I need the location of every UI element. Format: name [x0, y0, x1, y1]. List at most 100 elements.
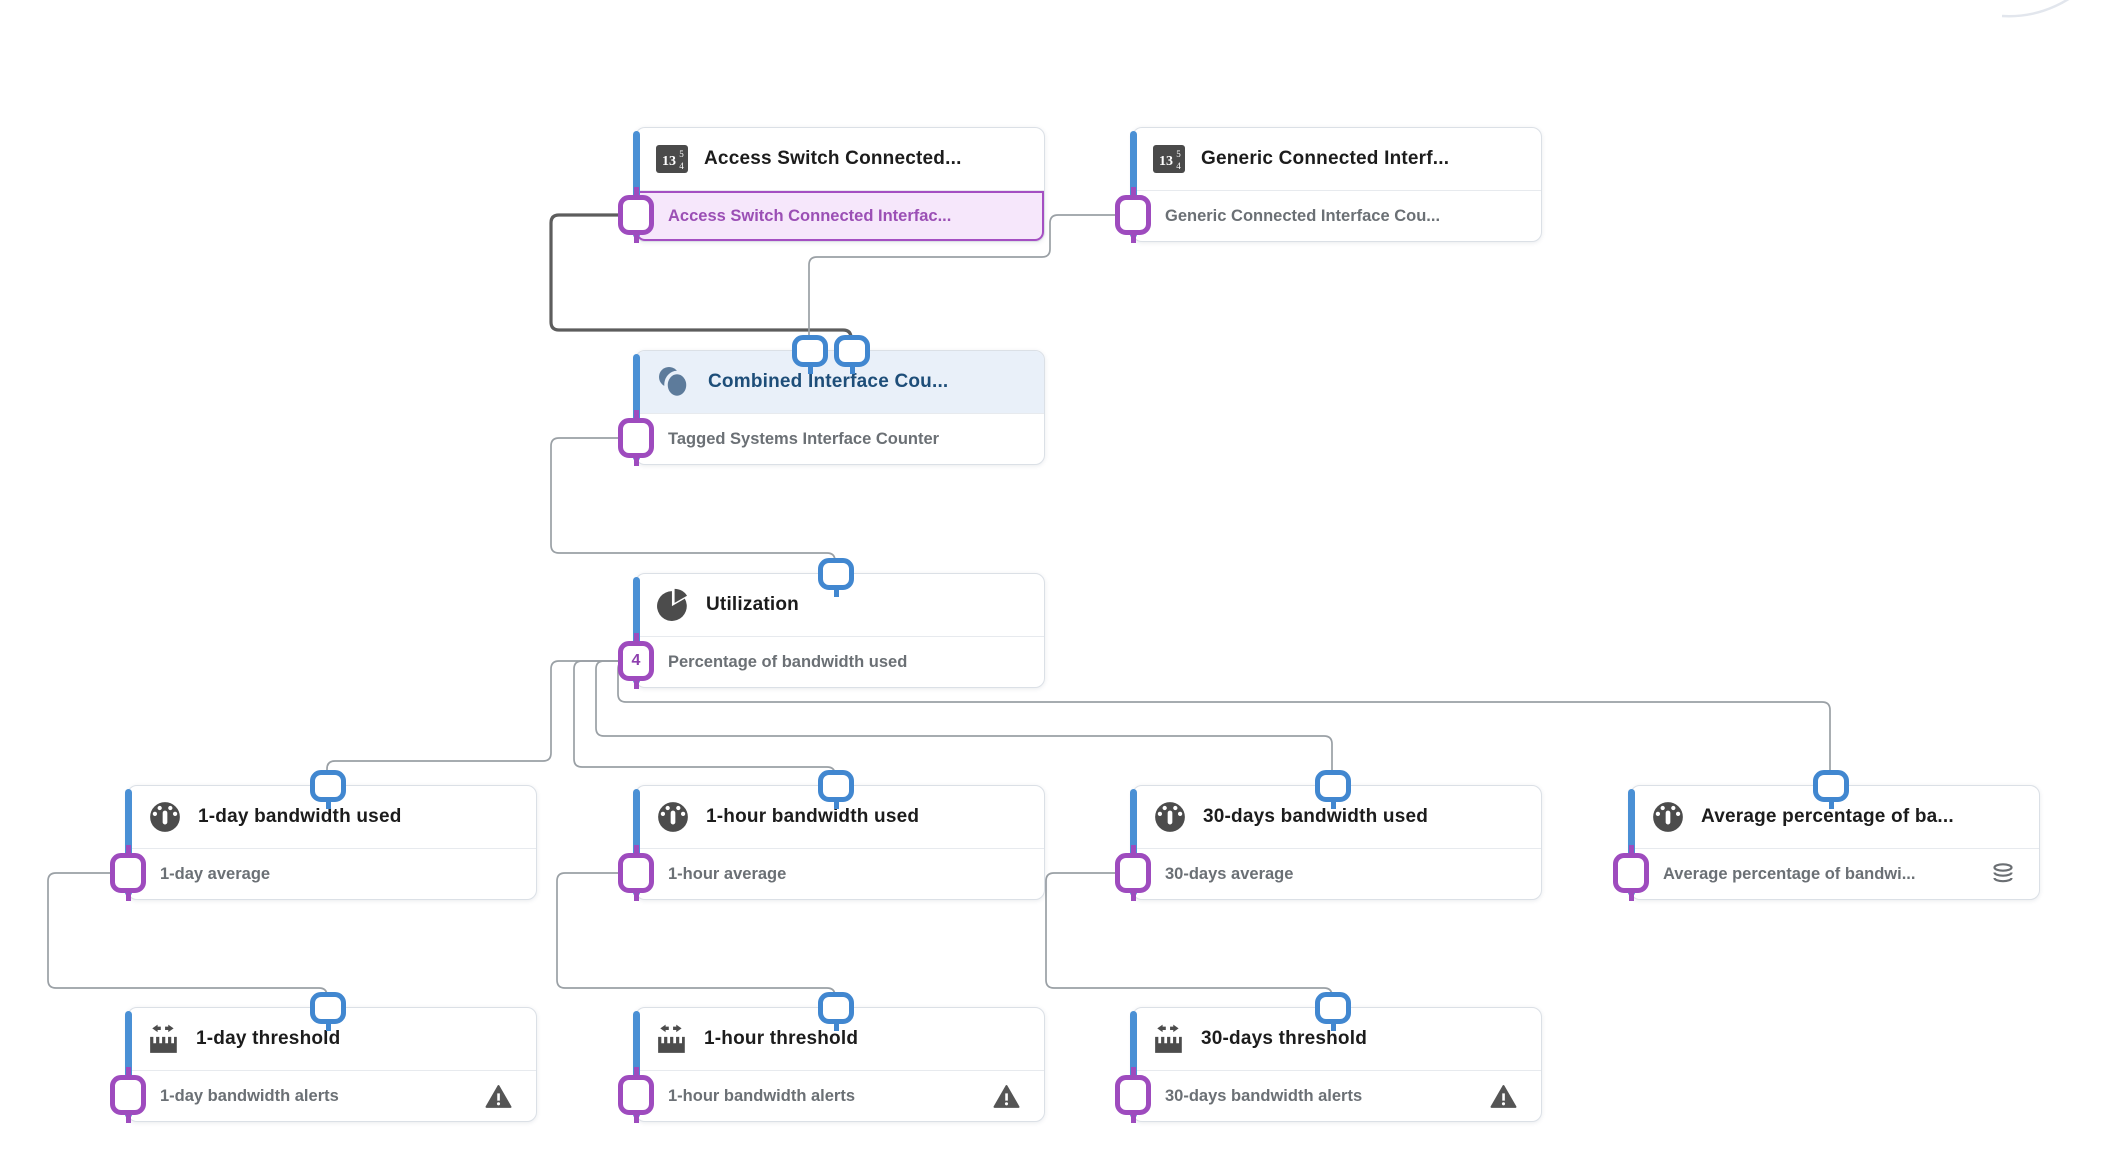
metric-row-selected[interactable]: Access Switch Connected Interfac...	[636, 191, 1044, 241]
svg-text:5: 5	[1176, 149, 1181, 159]
input-port-1[interactable]	[792, 335, 828, 374]
metric-row[interactable]: 1-hour bandwidth alerts	[636, 1071, 1044, 1121]
svg-text:13: 13	[662, 154, 676, 169]
node-title: 1-hour bandwidth used	[706, 806, 920, 827]
input-port[interactable]	[1813, 770, 1849, 809]
metric-port[interactable]	[618, 410, 654, 466]
metric-label: Percentage of bandwidth used	[668, 652, 908, 671]
input-port[interactable]	[310, 770, 346, 809]
metric-row[interactable]: 30-days average	[1133, 849, 1541, 899]
warning-icon	[1490, 1084, 1517, 1109]
gauge-icon	[1153, 800, 1187, 834]
metric-label: 30-days bandwidth alerts	[1165, 1086, 1363, 1105]
metric-label: Access Switch Connected Interfac...	[668, 206, 952, 225]
input-port[interactable]	[818, 770, 854, 809]
connector-30-days-avg-to-threshold[interactable]	[1045, 872, 1333, 1011]
node-average-percentage[interactable]: Average percentage of ba... Average perc…	[1613, 770, 2040, 901]
node-title: Utilization	[706, 594, 799, 615]
metric-label: Tagged Systems Interface Counter	[668, 429, 940, 448]
accent-bar	[124, 1011, 132, 1118]
connector-utilization-to-1-hour[interactable]	[573, 660, 836, 789]
connector-access-to-combined[interactable]	[549, 213, 853, 354]
metric-port[interactable]	[1115, 845, 1151, 901]
overlapping-circles-icon	[656, 365, 692, 399]
node-title: Combined Interface Cou...	[708, 371, 949, 392]
node-combined-interface-counter[interactable]: Combined Interface Cou... Tagged Systems…	[618, 335, 1045, 466]
input-port[interactable]	[818, 992, 854, 1031]
svg-text:4: 4	[1176, 161, 1181, 171]
canvas-control-arc	[2001, 0, 2070, 18]
accent-bar	[632, 577, 640, 684]
metric-port[interactable]	[618, 187, 654, 243]
connector-1-hour-avg-to-threshold[interactable]	[556, 872, 836, 1011]
node-title: 1-hour threshold	[704, 1028, 859, 1049]
input-port[interactable]	[1315, 992, 1351, 1031]
node-utilization[interactable]: Utilization Percentage of bandwidth used…	[618, 558, 1045, 689]
node-header[interactable]: 1-hour threshold	[636, 1008, 1044, 1071]
accent-bar	[632, 789, 640, 896]
metric-label: Generic Connected Interface Cou...	[1165, 206, 1441, 225]
metric-port[interactable]	[618, 1067, 654, 1123]
connector-utilization-to-1-day[interactable]	[326, 660, 635, 789]
metric-port[interactable]	[110, 845, 146, 901]
metric-row[interactable]: 1-day average	[128, 849, 536, 899]
node-header[interactable]: 1-day threshold	[128, 1008, 536, 1071]
node-1-hour-threshold[interactable]: 1-hour threshold 1-hour bandwidth alerts	[618, 992, 1045, 1123]
metric-row[interactable]: Generic Connected Interface Cou...	[1133, 191, 1541, 241]
accent-bar	[1129, 131, 1137, 238]
node-header[interactable]: 30-days bandwidth used	[1133, 786, 1541, 849]
warning-icon	[485, 1084, 512, 1109]
connector-utilization-to-30-days[interactable]	[595, 660, 1333, 789]
input-port-2[interactable]	[834, 335, 870, 374]
connector-1-day-avg-to-threshold[interactable]	[47, 872, 328, 1011]
svg-text:4: 4	[679, 161, 684, 171]
node-header[interactable]: Average percentage of ba...	[1631, 786, 2039, 849]
node-1-hour-bandwidth-used[interactable]: 1-hour bandwidth used 1-hour average	[618, 770, 1045, 901]
node-1-day-bandwidth-used[interactable]: 1-day bandwidth used 1-day average	[110, 770, 537, 901]
metric-row[interactable]: Average percentage of bandwi...	[1631, 849, 2039, 899]
input-port[interactable]	[1315, 770, 1351, 809]
connector-generic-to-combined[interactable]	[808, 214, 1132, 354]
metric-row[interactable]: Tagged Systems Interface Counter	[636, 414, 1044, 464]
node-header[interactable]: Utilization	[636, 574, 1044, 637]
metric-row[interactable]: 1-hour average	[636, 849, 1044, 899]
accent-bar	[632, 1011, 640, 1118]
node-header[interactable]: 1-hour bandwidth used	[636, 786, 1044, 849]
gauge-icon	[656, 800, 690, 834]
input-port[interactable]	[818, 558, 854, 597]
node-title: 30-days threshold	[1201, 1028, 1368, 1049]
metric-port[interactable]	[1613, 845, 1649, 901]
node-title: 30-days bandwidth used	[1203, 806, 1429, 827]
metric-label: 1-hour bandwidth alerts	[668, 1086, 856, 1105]
metric-label: 30-days average	[1165, 864, 1294, 883]
node-header[interactable]: 30-days threshold	[1133, 1008, 1541, 1071]
metric-row[interactable]: 1-day bandwidth alerts	[128, 1071, 536, 1121]
node-30-days-threshold[interactable]: 30-days threshold 30-days bandwidth aler…	[1115, 992, 1542, 1123]
metric-port[interactable]: 4	[618, 633, 654, 689]
node-title: Average percentage of ba...	[1701, 806, 1954, 827]
metric-row[interactable]: 30-days bandwidth alerts	[1133, 1071, 1541, 1121]
node-1-day-threshold[interactable]: 1-day threshold 1-day bandwidth alerts	[110, 992, 537, 1123]
threshold-ruler-icon	[148, 1024, 180, 1054]
metric-label: 1-hour average	[668, 864, 787, 883]
metric-port[interactable]	[1115, 187, 1151, 243]
metric-port[interactable]	[110, 1067, 146, 1123]
input-port[interactable]	[310, 992, 346, 1031]
metric-port[interactable]	[1115, 1067, 1151, 1123]
node-30-days-bandwidth-used[interactable]: 30-days bandwidth used 30-days average	[1115, 770, 1542, 901]
connector-combined-to-utilization[interactable]	[550, 437, 836, 577]
accent-bar	[632, 354, 640, 461]
metric-row[interactable]: Percentage of bandwidth used	[636, 637, 1044, 687]
metric-port[interactable]	[618, 845, 654, 901]
metric-port-connection-count: 4	[631, 652, 641, 669]
node-header[interactable]: 1-day bandwidth used	[128, 786, 536, 849]
accent-bar	[124, 789, 132, 896]
database-icon	[1991, 863, 2015, 885]
